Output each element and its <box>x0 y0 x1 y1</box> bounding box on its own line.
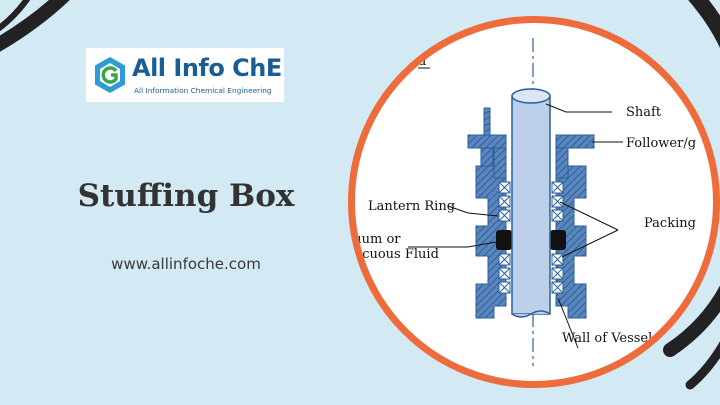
follower-left <box>467 134 507 149</box>
stuffing-box-diagram: d <box>348 16 720 388</box>
lantern-ring-left <box>496 230 512 250</box>
packing-rings-left <box>498 181 511 294</box>
logo-title: All Info ChE <box>132 54 282 82</box>
logo-subtitle: All Information Chemical Engineering <box>134 86 272 95</box>
lantern-ring-right <box>550 230 566 250</box>
packing-rings-right <box>551 181 564 294</box>
top-fragment-label: d <box>418 54 426 69</box>
website-url[interactable]: www.allinfoche.com <box>111 255 261 273</box>
brand-logo[interactable]: All Info ChE All Information Chemical En… <box>86 48 284 102</box>
follower-right <box>555 134 595 149</box>
label-follower: Follower/g <box>626 136 696 151</box>
label-vacuum-line2: nocuous Fluid <box>348 247 439 262</box>
logo-hexagon-icon <box>95 57 125 93</box>
slide-title: Stuffing Box <box>77 178 295 214</box>
label-packing: Packing <box>644 216 696 231</box>
shaft <box>511 95 551 315</box>
label-vacuum-line1: cuum or <box>348 232 401 247</box>
label-lantern-ring: Lantern Ring <box>368 199 455 214</box>
label-shaft: Shaft <box>626 105 662 120</box>
label-wall-of-vessel: Wall of Vessel <box>562 331 652 346</box>
